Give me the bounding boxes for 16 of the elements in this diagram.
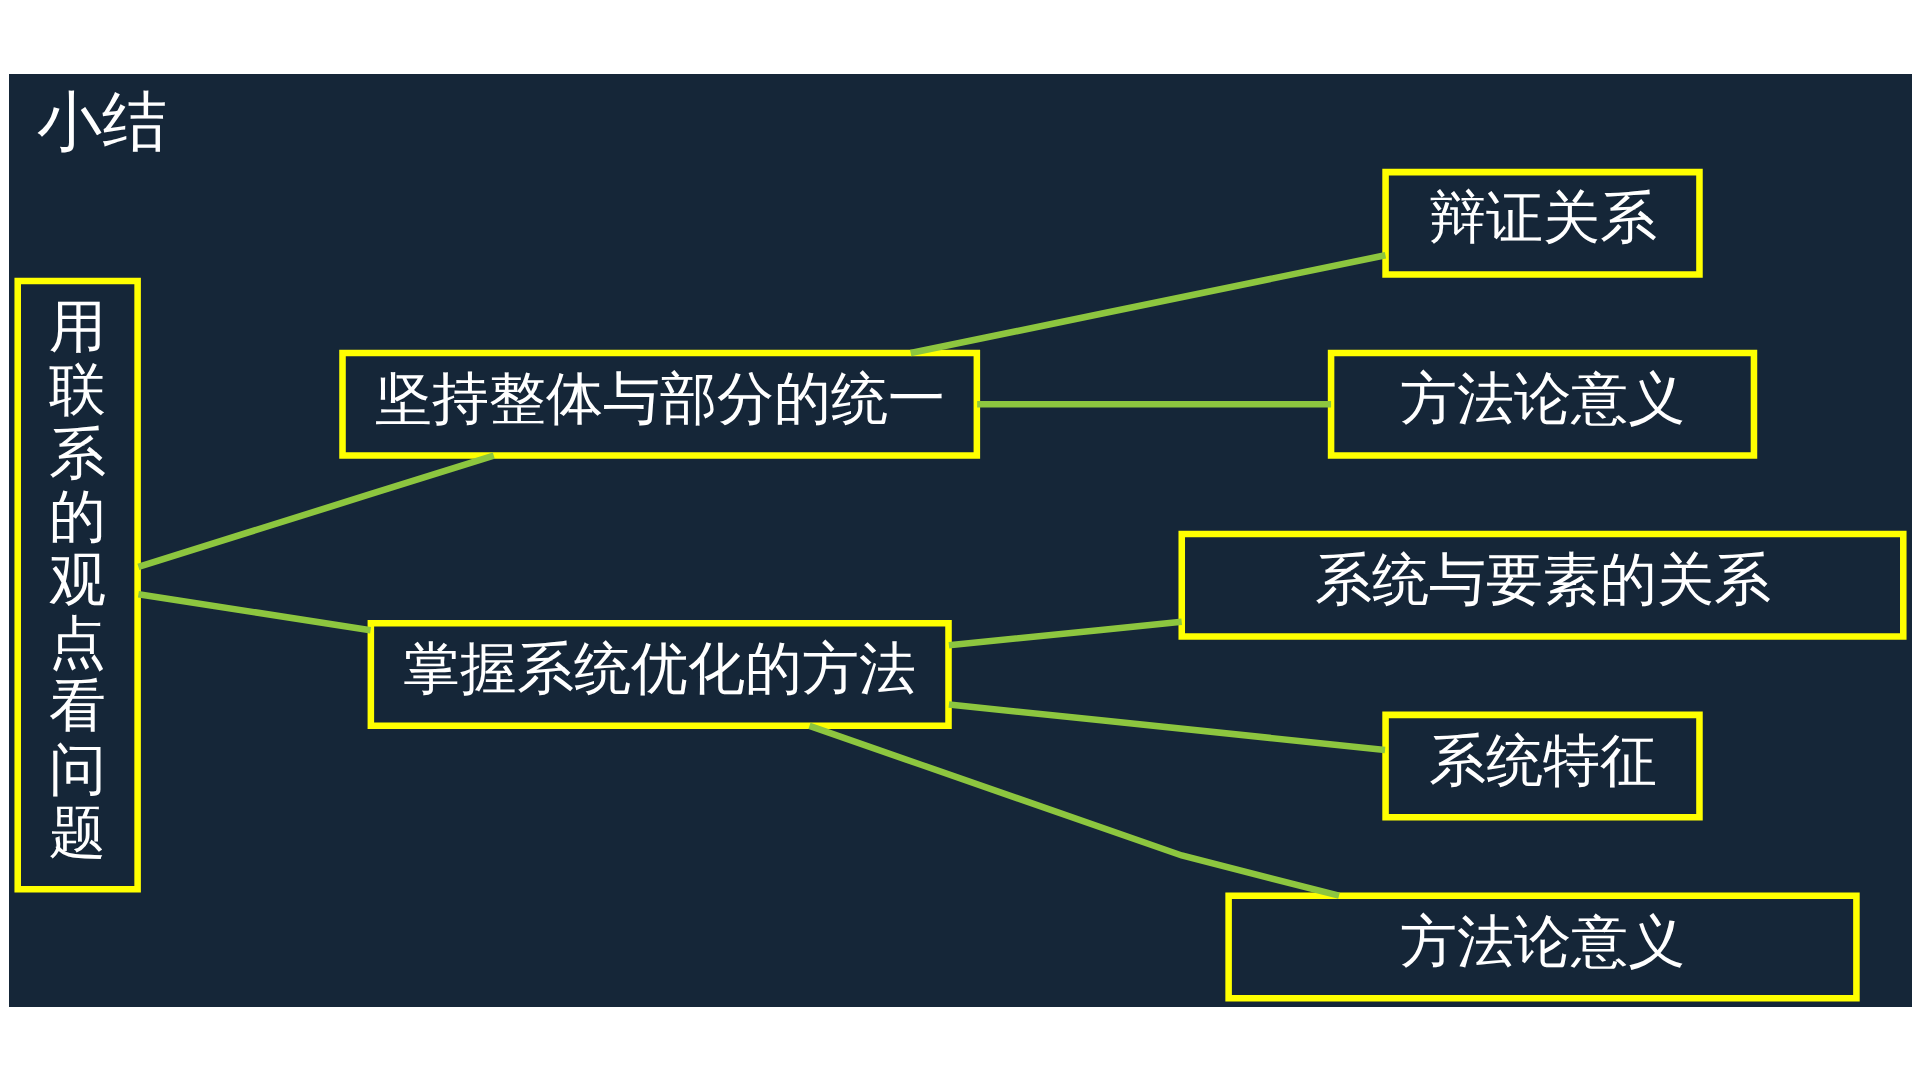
connector [976,400,1331,408]
node-box: 辩证关系 [1381,168,1703,278]
connector [948,617,1182,649]
node-box: 坚持整体与部分的统一 [338,349,980,459]
connector [948,700,1385,753]
node-box: 方法论意义 [1224,892,1860,1002]
connector [137,590,371,633]
node-box: 系统特征 [1381,711,1703,821]
connector [136,451,495,570]
node-box: 用联系的观点看问题 [13,277,141,893]
diagram-title: 小结 [36,82,167,159]
node-box: 系统与要素的关系 [1178,530,1907,640]
node-box: 掌握系统优化的方法 [367,619,952,729]
node-box: 方法论意义 [1327,349,1757,459]
connector [909,251,1386,356]
connector [807,722,1340,899]
